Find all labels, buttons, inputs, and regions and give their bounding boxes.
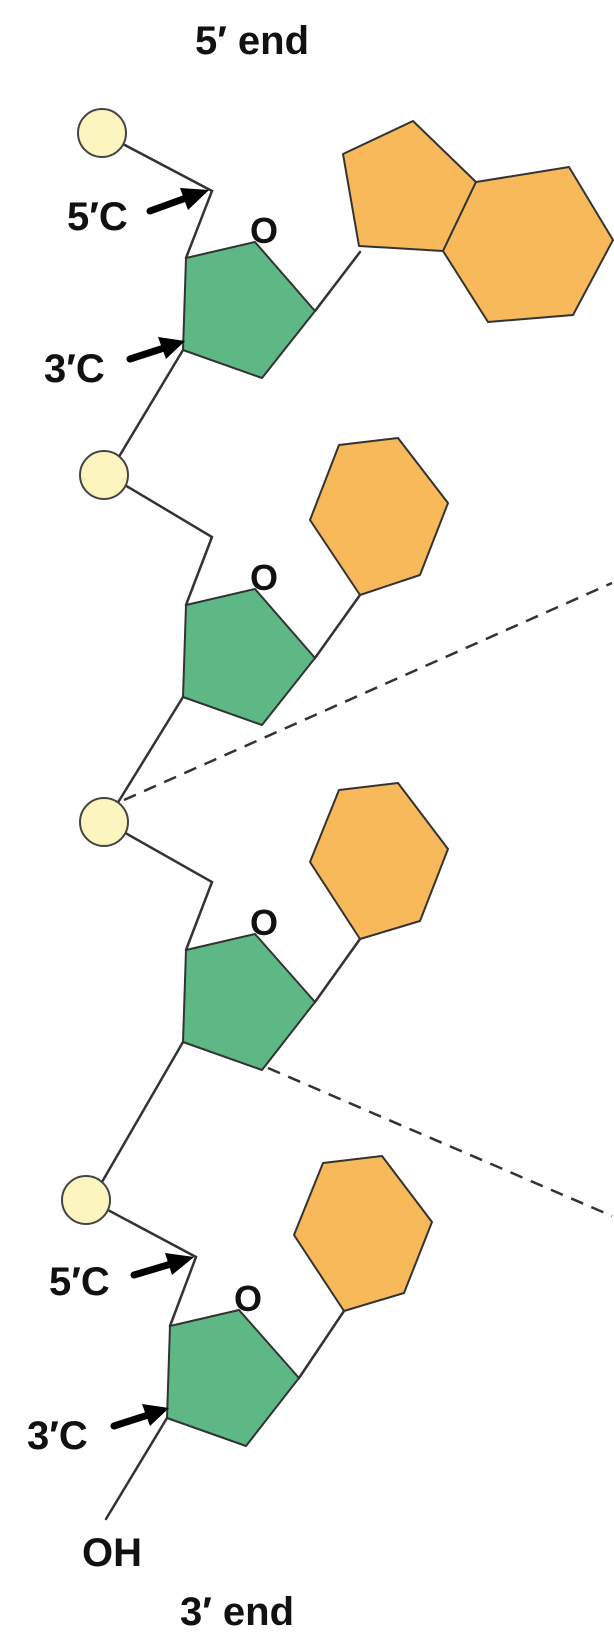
ring-oxygen-label-4: O	[234, 1278, 262, 1319]
arrow-5c-bottom-head	[165, 1253, 194, 1275]
phosphate-3	[79, 797, 129, 847]
bond-c3-phosphate4	[89, 1040, 185, 1203]
arrow-3c-bottom	[110, 1411, 152, 1430]
dashed-guides	[123, 581, 613, 1218]
pyrimidine-base-4	[293, 1155, 433, 1312]
purine-hexagon	[442, 166, 614, 323]
bond-phosphate3-c5	[104, 820, 214, 952]
sugar-1	[182, 241, 316, 379]
pyrimidine-base-2	[309, 437, 449, 596]
arrow-5c-top-head	[180, 188, 209, 210]
five-prime-end-label: 5′ end	[195, 19, 309, 63]
five-prime-carbon-label-bottom: 5′C	[49, 1260, 110, 1304]
ring-oxygen-label-1: O	[250, 210, 278, 251]
bond-phosphate2-c5	[106, 473, 214, 607]
text-labels: 5′ end 5′C 3′C 5′C 3′C OH 3′ end	[27, 19, 309, 1634]
phosphate-groups	[61, 108, 129, 1225]
sugar-3	[182, 933, 316, 1071]
three-prime-carbon-label-top: 3′C	[44, 347, 105, 391]
three-prime-carbon-label-bottom: 3′C	[27, 1414, 88, 1458]
ring-oxygen-label-3: O	[250, 902, 278, 943]
arrow-3c-top-head	[158, 337, 185, 359]
phosphate-4	[61, 1175, 111, 1225]
arrow-5c-bottom	[130, 1260, 175, 1279]
sugar-2	[182, 588, 316, 726]
hydroxyl-label: OH	[82, 1531, 142, 1575]
bond-c3-phosphate2	[106, 348, 185, 477]
sugar-phosphate-backbone	[89, 131, 214, 1521]
glycosidic-bond-2	[313, 593, 362, 660]
glycosidic-bond-1	[313, 250, 362, 313]
dashed-line-lower	[267, 1066, 613, 1218]
deoxyribose-sugars	[166, 241, 316, 1447]
bond-c3-phosphate3	[104, 695, 185, 824]
bond-phosphate1-c5	[100, 131, 214, 260]
dashed-line-upper	[123, 581, 613, 802]
arrow-5c-top	[146, 194, 190, 215]
glycosidic-bond-4	[297, 1309, 346, 1380]
five-prime-carbon-label-top: 5′C	[67, 195, 128, 239]
phosphate-2	[79, 450, 129, 500]
bond-phosphate4-c5	[89, 1199, 198, 1328]
phosphate-1	[77, 108, 127, 158]
nitrogenous-bases	[293, 120, 614, 1312]
arrow-3c-top	[126, 344, 168, 363]
bond-c3-hydroxyl	[104, 1416, 169, 1521]
purine-pentagon	[342, 120, 477, 252]
glycosidic-bonds	[297, 250, 362, 1380]
glycosidic-bond-3	[313, 937, 362, 1004]
carbon-pointer-arrows	[110, 188, 209, 1430]
sugar-4	[166, 1309, 300, 1447]
pyrimidine-base-3	[309, 782, 449, 940]
arrow-3c-bottom-head	[142, 1404, 169, 1426]
ring-oxygen-labels: O O O O	[234, 210, 278, 1319]
ring-oxygen-label-2: O	[250, 557, 278, 598]
three-prime-end-label: 3′ end	[180, 1590, 294, 1634]
